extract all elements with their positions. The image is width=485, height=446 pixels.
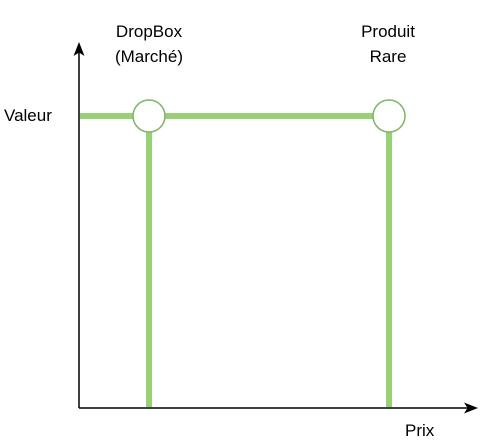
produit-rare-label-line2: Rare (370, 47, 407, 66)
produit-rare-point[interactable] (372, 99, 406, 133)
y-axis-arrow-icon (73, 42, 85, 56)
dropbox-point[interactable] (132, 99, 166, 133)
x-axis-label: Prix (405, 421, 435, 440)
x-axis-arrow-icon (464, 402, 478, 414)
dropbox-label-line2: (Marché) (115, 47, 183, 66)
produit-rare-label-line1: Produit (361, 22, 415, 41)
y-axis-label: Valeur (4, 106, 52, 125)
dropbox-label-line1: DropBox (116, 22, 183, 41)
